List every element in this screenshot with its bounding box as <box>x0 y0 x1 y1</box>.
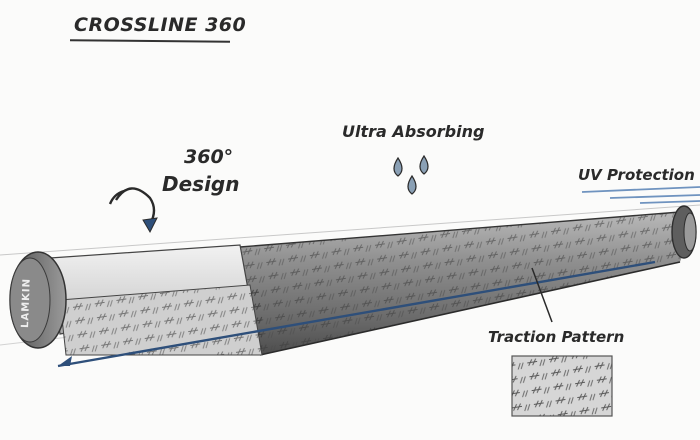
sketch-guide-line <box>0 204 700 256</box>
uv-protection-label: UV Protection <box>578 166 695 184</box>
water-drop-icon <box>393 154 429 195</box>
length-arrow-icon <box>57 260 656 368</box>
design-360-label-line2: Design <box>162 172 240 196</box>
traction-swatch-icon <box>511 355 613 417</box>
brand-cap-text: LAMKIN <box>20 278 33 328</box>
traction-pattern-label: Traction Pattern <box>488 328 625 346</box>
rotate-arrow-icon <box>108 187 158 234</box>
grip-light-section <box>49 244 263 356</box>
traction-pointer-line <box>531 267 553 323</box>
grip-end-cap: LAMKIN <box>9 251 67 349</box>
grip-top-cap <box>671 205 697 259</box>
design-360-label-line1: 360° <box>184 146 234 168</box>
grip-body <box>239 211 685 356</box>
product-title: CROSSLINE 360 <box>74 14 247 36</box>
uv-lines-icon <box>581 186 700 204</box>
ultra-absorbing-label: Ultra Absorbing <box>342 122 485 141</box>
